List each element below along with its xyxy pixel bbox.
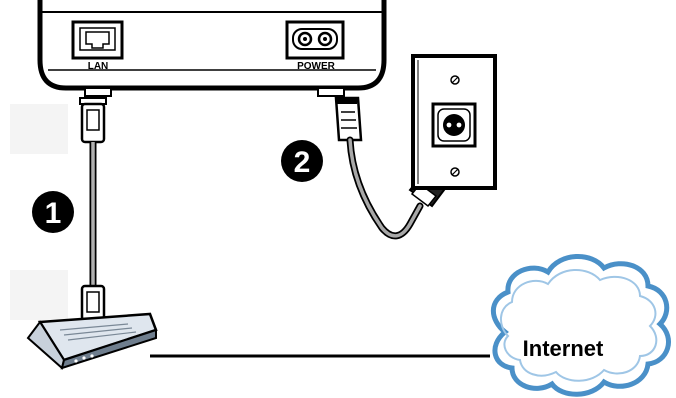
step-2-badge <box>281 140 323 182</box>
step-1-badge <box>32 191 74 233</box>
step-1-number: 1 <box>45 197 62 230</box>
step-2-number: 2 <box>294 146 311 179</box>
internet-label: Internet <box>523 336 604 361</box>
placeholder-box-bottom <box>10 270 68 320</box>
modem <box>26 312 158 370</box>
ethernet-cable <box>79 97 107 322</box>
power-port-label: POWER <box>297 61 336 72</box>
power-port <box>285 20 345 60</box>
placeholder-box-top <box>10 104 68 154</box>
lan-port <box>71 20 124 60</box>
wall-outlet <box>411 54 497 190</box>
internet-cloud <box>490 254 671 397</box>
lan-port-label: LAN <box>88 61 109 72</box>
